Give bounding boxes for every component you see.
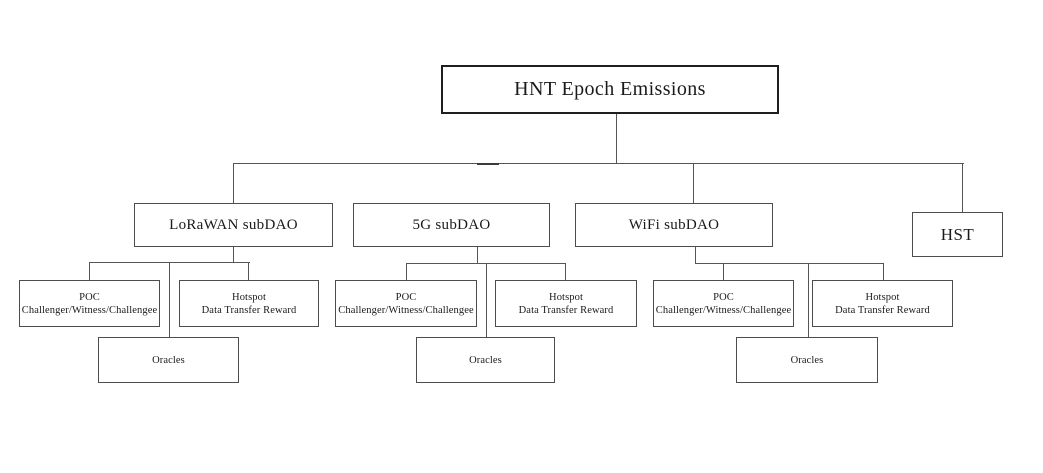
connector-5g-poc-drop bbox=[406, 263, 408, 281]
connector-wifi-hotspot-drop bbox=[883, 263, 885, 281]
node-wifi-hotspot-line1: Hotspot bbox=[865, 291, 900, 303]
node-hnt-epoch-emissions-label: HNT Epoch Emissions bbox=[514, 78, 706, 100]
node-lorawan-subdao-label: LoRaWAN subDAO bbox=[169, 216, 298, 233]
node-lorawan-subdao: LoRaWAN subDAO bbox=[134, 203, 333, 247]
connector-5g-oracles-drop bbox=[486, 263, 488, 338]
node-lorawan-poc-line2: Challenger/Witness/Challengee bbox=[21, 304, 158, 316]
node-hst: HST bbox=[912, 212, 1003, 257]
node-hnt-epoch-emissions: HNT Epoch Emissions bbox=[441, 65, 779, 114]
connector-drop-hst bbox=[962, 163, 964, 213]
node-wifi-subdao: WiFi subDAO bbox=[575, 203, 773, 247]
connector-wifi-poc-drop bbox=[723, 263, 725, 281]
node-lorawan-hotspot-line1: Hotspot bbox=[232, 291, 266, 303]
connector-lorawan-parent-drop bbox=[233, 247, 235, 263]
node-5g-subdao-label: 5G subDAO bbox=[412, 216, 491, 233]
connector-wifi-parent-drop bbox=[695, 247, 697, 264]
node-5g-hotspot-reward: Hotspot Data Transfer Reward bbox=[495, 280, 637, 327]
node-5g-poc: POC Challenger/Witness/Challengee bbox=[335, 280, 477, 327]
connector-wifi-bus bbox=[695, 263, 884, 265]
connector-lorawan-poc-drop bbox=[89, 262, 91, 281]
node-wifi-poc: POC Challenger/Witness/Challengee bbox=[653, 280, 794, 327]
node-lorawan-hotspot-line2: Data Transfer Reward bbox=[201, 304, 297, 316]
node-wifi-oracles: Oracles bbox=[736, 337, 878, 383]
node-5g-subdao: 5G subDAO bbox=[353, 203, 550, 247]
connector-root-drop bbox=[616, 114, 618, 164]
connector-wifi-oracles-drop bbox=[808, 263, 810, 338]
node-lorawan-oracles-label: Oracles bbox=[152, 354, 185, 366]
node-lorawan-poc: POC Challenger/Witness/Challengee bbox=[19, 280, 160, 327]
connector-5g-stub bbox=[477, 162, 499, 165]
connector-5g-parent-drop bbox=[477, 247, 479, 264]
node-lorawan-oracles: Oracles bbox=[98, 337, 239, 383]
connector-drop-lorawan bbox=[233, 163, 235, 204]
node-wifi-subdao-label: WiFi subDAO bbox=[628, 216, 720, 233]
connector-drop-wifi bbox=[693, 163, 695, 204]
node-5g-oracles: Oracles bbox=[416, 337, 555, 383]
node-wifi-oracles-label: Oracles bbox=[790, 354, 824, 366]
node-wifi-hotspot-line2: Data Transfer Reward bbox=[835, 304, 930, 316]
connector-lorawan-oracles-drop bbox=[169, 262, 171, 338]
node-hst-label: HST bbox=[940, 224, 975, 244]
node-5g-poc-line1: POC bbox=[395, 291, 417, 303]
node-lorawan-hotspot-reward: Hotspot Data Transfer Reward bbox=[179, 280, 319, 327]
node-5g-hotspot-line1: Hotspot bbox=[549, 291, 583, 303]
connector-lorawan-hotspot-drop bbox=[248, 262, 250, 281]
node-lorawan-poc-line1: POC bbox=[79, 291, 100, 303]
node-5g-hotspot-line2: Data Transfer Reward bbox=[518, 304, 614, 316]
node-wifi-hotspot-reward: Hotspot Data Transfer Reward bbox=[812, 280, 953, 327]
node-5g-oracles-label: Oracles bbox=[469, 354, 502, 366]
node-wifi-poc-line1: POC bbox=[713, 291, 734, 303]
node-5g-poc-line2: Challenger/Witness/Challengee bbox=[338, 304, 474, 316]
node-wifi-poc-line2: Challenger/Witness/Challengee bbox=[655, 304, 792, 316]
connector-level1-bus bbox=[233, 163, 964, 165]
connector-5g-hotspot-drop bbox=[565, 263, 567, 281]
